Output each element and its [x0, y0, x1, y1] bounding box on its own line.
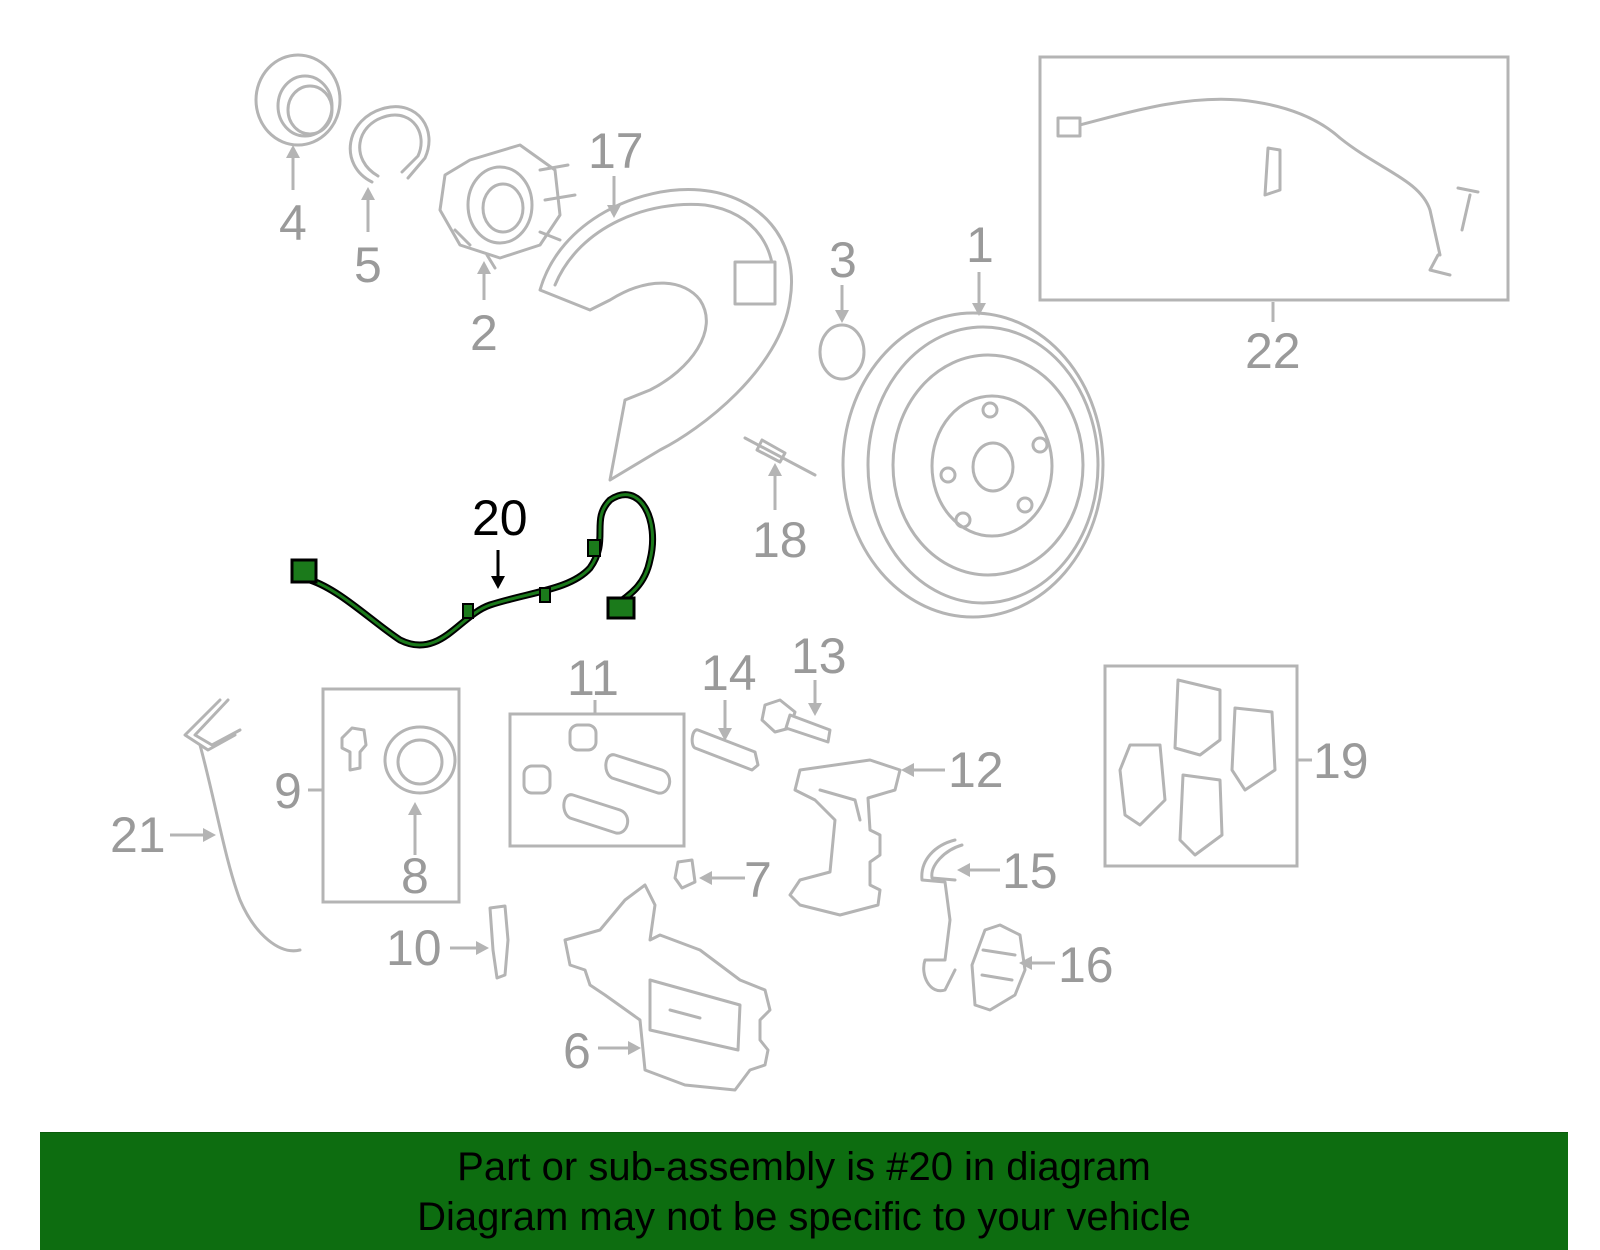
part-12-bracket[interactable] — [788, 758, 902, 917]
part-2-hub[interactable] — [438, 143, 577, 270]
part-15-clip[interactable] — [920, 838, 964, 993]
part-21-brake-line[interactable] — [183, 698, 302, 953]
callout-12: 12 — [948, 742, 1004, 798]
banner-line-1: Part or sub-assembly is #20 in diagram — [457, 1144, 1151, 1189]
part-9-box[interactable] — [321, 687, 461, 904]
info-banner: Part or sub-assembly is #20 in diagram D… — [40, 1132, 1568, 1250]
callout-17: 17 — [588, 123, 644, 179]
part-17-dust-shield[interactable] — [538, 188, 793, 482]
callout-2: 2 — [470, 305, 498, 361]
callout-10: 10 — [386, 920, 442, 976]
callout-7: 7 — [744, 852, 772, 908]
callout-8: 8 — [401, 848, 429, 904]
callout-20: 20 — [472, 490, 528, 546]
part-14-guide-pin[interactable] — [690, 728, 760, 772]
callout-18: 18 — [752, 512, 808, 568]
callout-5: 5 — [354, 237, 382, 293]
part-7-bleeder[interactable] — [673, 858, 697, 890]
part-13-bolt[interactable] — [760, 698, 832, 744]
part-19-box[interactable] — [1103, 664, 1299, 868]
part-3-o-ring[interactable] — [818, 323, 866, 381]
callout-labels: 4 5 2 17 3 1 22 18 20 11 14 13 12 19 9 8… — [110, 123, 1369, 1079]
callout-3: 3 — [829, 232, 857, 288]
part-20-sensor-harness[interactable] — [290, 491, 657, 649]
callout-6: 6 — [563, 1023, 591, 1079]
part-11-box[interactable] — [508, 712, 686, 848]
callout-15: 15 — [1002, 843, 1058, 899]
part-4-bearing[interactable] — [254, 53, 342, 147]
callout-21: 21 — [110, 807, 166, 863]
callout-19: 19 — [1313, 733, 1369, 789]
part-6-caliper[interactable] — [563, 883, 772, 1092]
callout-13: 13 — [791, 628, 847, 684]
callout-arrows — [170, 145, 1312, 1055]
callout-4: 4 — [279, 195, 307, 251]
callout-11: 11 — [567, 650, 619, 706]
part-16-shim[interactable] — [970, 923, 1027, 1012]
callout-14: 14 — [701, 645, 757, 701]
part-5-snap-ring[interactable] — [348, 105, 431, 184]
banner-line-2: Diagram may not be specific to your vehi… — [417, 1194, 1191, 1239]
callout-9: 9 — [274, 763, 302, 819]
callout-16: 16 — [1058, 937, 1114, 993]
part-22-box[interactable] — [1038, 55, 1510, 302]
callout-22: 22 — [1245, 323, 1301, 379]
callout-1: 1 — [966, 217, 994, 273]
part-10-sensor[interactable] — [488, 904, 510, 980]
part-1-rotor[interactable] — [841, 311, 1105, 619]
part-18-screw[interactable] — [743, 436, 817, 477]
